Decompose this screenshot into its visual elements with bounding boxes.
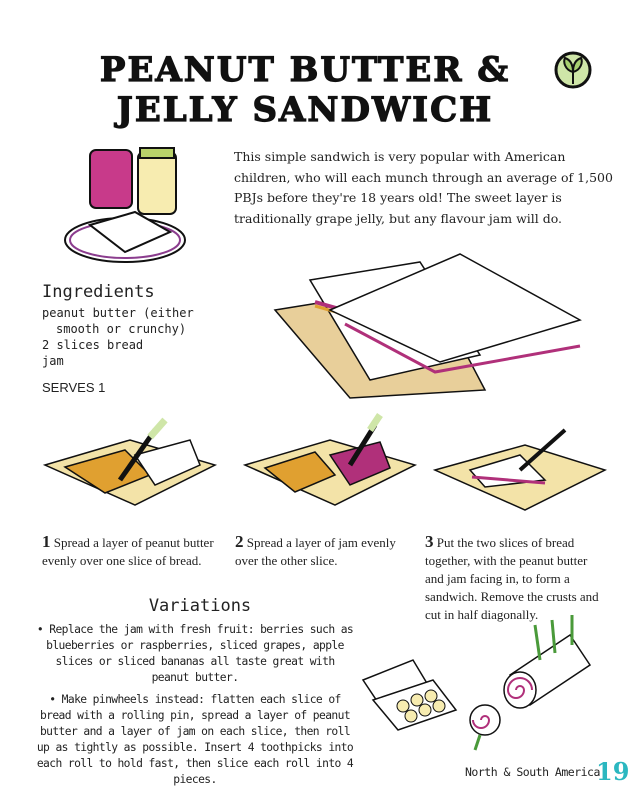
variations-section: Variations • Replace the jam with fresh … bbox=[34, 596, 356, 788]
jars-bread-illustration bbox=[64, 147, 186, 263]
page-title-line2: JELLY SANDWICH bbox=[116, 90, 494, 130]
footer-section: North & South America bbox=[465, 765, 600, 779]
step-number: 2 bbox=[235, 532, 244, 551]
variations-heading: Variations bbox=[148, 596, 252, 616]
step-2: 2 Spread a layer of jam evenly over the … bbox=[235, 533, 410, 570]
sandwich-illustration bbox=[273, 253, 582, 399]
ingredients-heading: Ingredients bbox=[42, 282, 155, 302]
step-text: Spread a layer of peanut butter evenly o… bbox=[42, 535, 214, 568]
intro-text: This simple sandwich is very popular wit… bbox=[234, 149, 613, 226]
ingredients-list: peanut butter (either smooth or crunchy)… bbox=[42, 305, 194, 369]
step-text: Put the two slices of bread together, wi… bbox=[425, 535, 599, 622]
step-number: 3 bbox=[425, 532, 434, 551]
banana-sandwich-illustration bbox=[361, 659, 458, 731]
step-number: 1 bbox=[42, 532, 51, 551]
ingredient-item: 2 slices bread bbox=[42, 338, 144, 352]
step1-illustration bbox=[42, 417, 218, 506]
page-title-line1: PEANUT BUTTER & bbox=[99, 50, 511, 90]
ingredient-item: jam bbox=[42, 354, 64, 368]
step-3: 3 Put the two slices of bread together, … bbox=[425, 533, 605, 624]
page-number: 19 bbox=[596, 757, 630, 786]
step-1: 1 Spread a layer of peanut butter evenly… bbox=[42, 533, 222, 570]
pinwheels-illustration bbox=[469, 615, 592, 751]
serves-count: SERVES 1 bbox=[42, 380, 106, 395]
step3-illustration bbox=[432, 428, 607, 511]
step-text: Spread a layer of jam evenly over the ot… bbox=[235, 535, 396, 568]
ingredient-item: peanut butter (either bbox=[42, 306, 194, 320]
vegetarian-leaf-icon bbox=[554, 51, 592, 89]
variation-item: • Make pinwheels instead: flatten each s… bbox=[36, 693, 354, 786]
ingredient-item: smooth or crunchy) bbox=[56, 322, 187, 336]
step2-illustration bbox=[242, 413, 418, 506]
variation-item: • Replace the jam with fresh fruit: berr… bbox=[36, 623, 354, 684]
